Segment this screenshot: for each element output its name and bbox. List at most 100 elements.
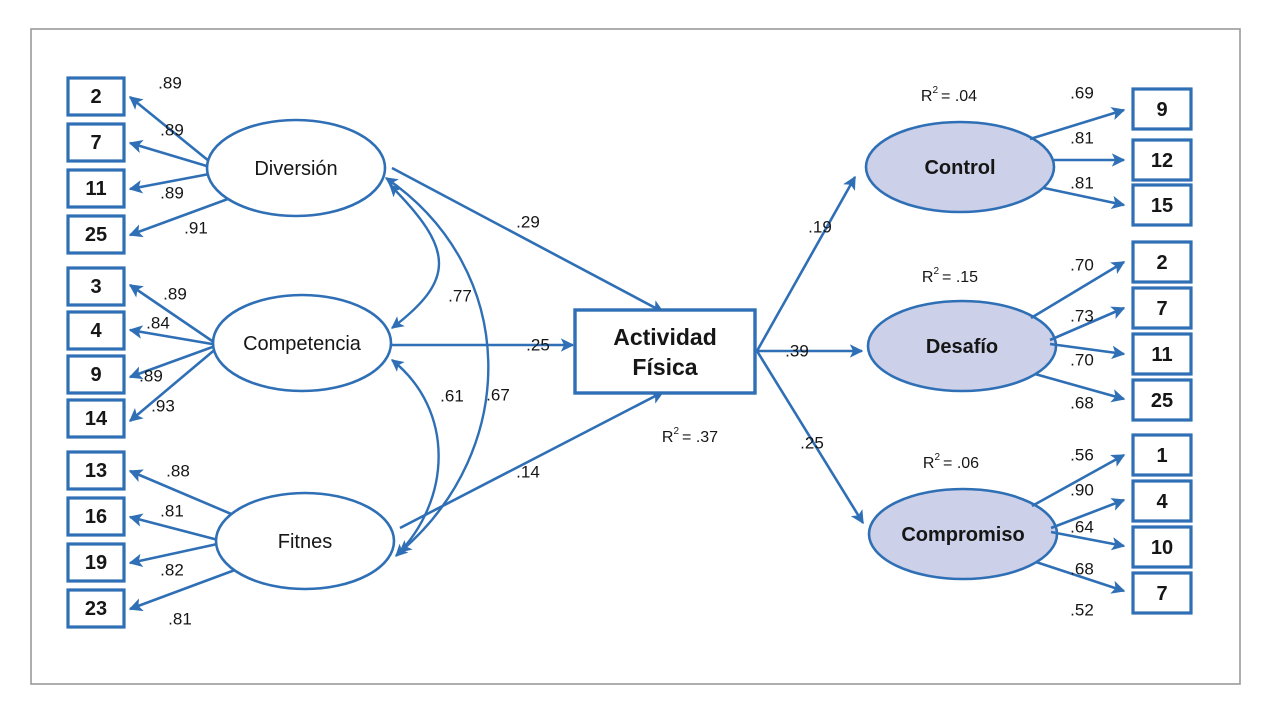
latent-fitnes: Fitnes bbox=[214, 491, 396, 591]
loading-arrow bbox=[128, 325, 219, 347]
indicator-label: 25 bbox=[85, 224, 107, 246]
indicator-label: 11 bbox=[85, 178, 106, 200]
indicator-label: 7 bbox=[1156, 583, 1167, 605]
indicator-box: 1 bbox=[1131, 433, 1193, 477]
latent-label: Desafío bbox=[926, 336, 998, 358]
indicator-label: 9 bbox=[90, 364, 101, 386]
structural-path bbox=[755, 350, 865, 525]
loading-value: .89 bbox=[160, 184, 184, 203]
loading-arrow bbox=[128, 283, 219, 347]
indicator-label: 3 bbox=[90, 276, 101, 298]
loading-arrow bbox=[1034, 372, 1126, 403]
loading-value: .70 bbox=[1070, 256, 1094, 275]
indicator-box: 9 bbox=[1131, 87, 1193, 131]
latent-competencia: Competencia bbox=[211, 293, 393, 393]
indicator-box: 4 bbox=[66, 310, 126, 351]
latent-label: Compromiso bbox=[901, 524, 1024, 546]
path-value: .25 bbox=[800, 434, 824, 453]
loading-arrow bbox=[1031, 453, 1126, 508]
indicator-label: 7 bbox=[90, 132, 101, 154]
control-r-squared: R2= .04 bbox=[921, 85, 977, 105]
indicator-box: 23 bbox=[66, 588, 126, 629]
desafio-r-squared: R2= .15 bbox=[922, 266, 978, 286]
indicator-box: 7 bbox=[1131, 286, 1193, 330]
indicator-box: 7 bbox=[66, 122, 126, 163]
indicator-box: 3 bbox=[66, 266, 126, 307]
latent-label: Diversión bbox=[254, 158, 337, 180]
indicator-label: 4 bbox=[90, 320, 102, 342]
loading-value: .89 bbox=[163, 285, 187, 304]
loading-value: .81 bbox=[168, 610, 192, 629]
indicator-box: 12 bbox=[1131, 138, 1193, 182]
indicator-box: 2 bbox=[66, 76, 126, 117]
indicator-box: 25 bbox=[1131, 378, 1193, 422]
latent-label: Competencia bbox=[243, 333, 362, 355]
loading-value: .89 bbox=[139, 367, 163, 386]
loading-value: .81 bbox=[1070, 174, 1094, 193]
indicator-box: 13 bbox=[66, 450, 126, 491]
loading-value: .69 bbox=[1070, 84, 1094, 103]
correlation-value: .67 bbox=[486, 386, 510, 405]
indicator-box: 25 bbox=[66, 214, 126, 255]
loading-value: .64 bbox=[1070, 518, 1094, 537]
loading-arrow bbox=[128, 346, 219, 422]
indicator-label: 2 bbox=[90, 86, 101, 108]
loading-arrow bbox=[128, 194, 237, 238]
loading-value: .89 bbox=[158, 74, 182, 93]
loading-arrow bbox=[128, 170, 221, 194]
indicator-label: 10 bbox=[1151, 537, 1173, 559]
indicator-box: 9 bbox=[66, 354, 126, 395]
loading-value: .89 bbox=[160, 121, 184, 140]
indicator-label: 12 bbox=[1151, 150, 1173, 172]
indicator-label: 7 bbox=[1156, 298, 1167, 320]
latent-diversion: Diversión bbox=[205, 118, 387, 218]
loading-arrow bbox=[1030, 260, 1126, 320]
loading-arrow bbox=[128, 541, 223, 568]
loading-value: .68 bbox=[1070, 394, 1094, 413]
correlation-value: .61 bbox=[440, 387, 464, 406]
indicator-box: 14 bbox=[66, 398, 126, 439]
structural-path bbox=[399, 390, 665, 530]
indicator-box: 11 bbox=[66, 168, 126, 209]
indicator-label: 4 bbox=[1156, 491, 1168, 513]
indicator-label: 16 bbox=[85, 506, 107, 528]
center-label-line2: Física bbox=[632, 354, 697, 380]
indicator-box: 2 bbox=[1131, 240, 1193, 284]
indicator-box: 10 bbox=[1131, 525, 1193, 569]
indicator-box: 11 bbox=[1131, 332, 1193, 376]
center-node-actividad-fisica: Actividad Física bbox=[573, 308, 757, 395]
path-value: .39 bbox=[785, 342, 809, 361]
path-value: .14 bbox=[516, 463, 540, 482]
path-value: .19 bbox=[808, 218, 832, 237]
indicator-label: 2 bbox=[1156, 252, 1167, 274]
indicator-label: 19 bbox=[85, 552, 107, 574]
correlation-value: .77 bbox=[448, 287, 472, 306]
loading-arrow bbox=[128, 469, 237, 518]
loading-arrow bbox=[1049, 342, 1126, 360]
indicator-label: 15 bbox=[1151, 195, 1173, 217]
loading-value: .70 bbox=[1070, 351, 1094, 370]
indicator-label: 11 bbox=[1151, 344, 1172, 366]
loading-value: .91 bbox=[184, 219, 208, 238]
path-value: .25 bbox=[526, 336, 550, 355]
center-label-line1: Actividad bbox=[613, 324, 717, 350]
indicator-label: 14 bbox=[85, 408, 108, 430]
indicator-label: 13 bbox=[85, 460, 107, 482]
loading-value: .68 bbox=[1070, 560, 1094, 579]
latent-control: Control bbox=[864, 120, 1056, 214]
loading-arrow bbox=[128, 565, 244, 612]
loading-arrow bbox=[1050, 498, 1126, 530]
indicator-box: 16 bbox=[66, 496, 126, 537]
structural-path bbox=[391, 166, 665, 314]
loading-arrow bbox=[1029, 107, 1126, 141]
loading-arrow bbox=[128, 140, 221, 172]
loading-value-extra: .52 bbox=[1070, 601, 1094, 620]
loading-value: .73 bbox=[1070, 307, 1094, 326]
loading-value: .81 bbox=[160, 502, 184, 521]
indicator-label: 23 bbox=[85, 598, 107, 620]
loading-value: .81 bbox=[1070, 129, 1094, 148]
loading-arrow bbox=[1035, 560, 1126, 594]
latent-desafio: Desafío bbox=[866, 299, 1058, 393]
